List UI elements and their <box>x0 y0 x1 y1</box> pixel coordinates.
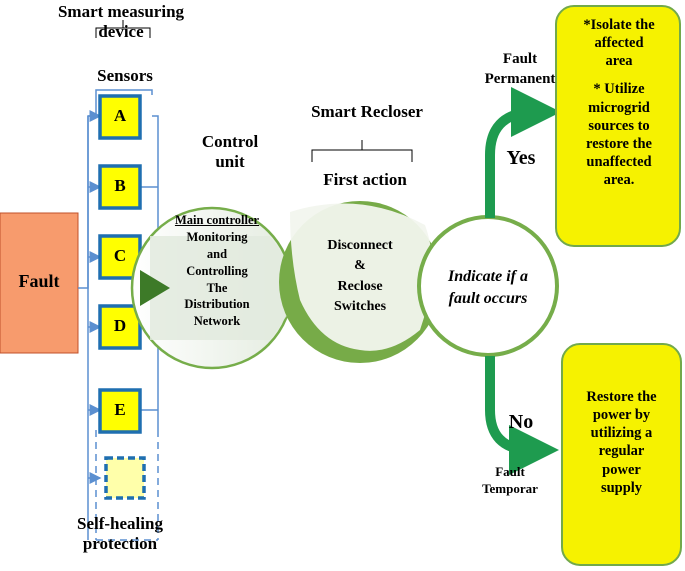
decision-line-1: Indicate if a <box>448 268 528 285</box>
yes-label: Yes <box>506 147 536 169</box>
sensor-boxes <box>98 94 146 500</box>
control-line-6: Network <box>193 314 241 329</box>
first-action-label: First action <box>323 170 407 189</box>
sensor-label-c: C <box>113 246 127 265</box>
perm-line-8: unaffected <box>586 153 652 170</box>
temporary-action-box <box>561 343 682 566</box>
no-label: No <box>508 411 534 433</box>
sensor-label-d: D <box>113 316 127 335</box>
recloser-title: Smart Recloser <box>311 102 423 121</box>
permanent-action-text: *Isolate the affected area * Utilize mic… <box>560 16 678 189</box>
perm-line-7: restore the <box>586 135 652 152</box>
temp-line-6: supply <box>600 479 643 496</box>
sensor-box-b <box>98 164 142 210</box>
recloser-text: Disconnect & Reclose Switches <box>305 236 415 317</box>
perm-line-3: area <box>605 53 633 70</box>
decision-line-2: fault occurs <box>448 289 528 307</box>
decision-text: Indicate if a fault occurs <box>428 266 548 309</box>
no-arrow <box>485 356 559 475</box>
permanent-action-box <box>555 5 681 247</box>
temp-line-1: Restore the <box>586 389 657 405</box>
recloser-bracket <box>311 140 413 162</box>
perm-line-4: * Utilize <box>593 81 645 98</box>
control-unit-text: Main controller Monitoring and Controlli… <box>172 212 262 330</box>
temporary-line-2: Temporar <box>482 480 538 496</box>
recloser-line-1: Disconnect <box>327 238 393 253</box>
control-line-2: and <box>206 246 228 261</box>
fault-label: Fault <box>18 271 60 291</box>
perm-line-5: microgrid <box>588 99 650 116</box>
sensor-box-e <box>98 388 142 434</box>
perm-line-2: affected <box>594 35 644 52</box>
recloser-line-4: Switches <box>333 298 387 314</box>
temp-line-5: power <box>602 461 641 478</box>
temporary-line-1: Fault <box>495 464 525 479</box>
control-unit-title: Control unit <box>201 132 259 172</box>
fault-permanent-label: Fault Permanent <box>470 50 570 89</box>
sensor-box-spare <box>104 456 146 500</box>
sensor-label-a: A <box>113 106 127 125</box>
main-controller-label: Main controller <box>174 213 260 227</box>
recloser-line-2: & <box>354 258 366 274</box>
perm-line-1: *Isolate the <box>583 17 655 33</box>
permanent-line-2: Permanent <box>484 70 556 87</box>
control-line-3: Controlling <box>186 263 248 278</box>
sensor-box-d <box>98 304 142 350</box>
sensors-bracket <box>95 20 151 38</box>
sensor-label-e: E <box>114 400 126 419</box>
sensor-label-b: B <box>114 176 126 195</box>
temp-line-4: regular <box>598 443 645 460</box>
control-line-1: Monitoring <box>186 229 248 244</box>
temp-line-3: utilizing a <box>590 425 653 442</box>
fault-box <box>0 212 79 354</box>
temp-line-2: power by <box>592 407 651 424</box>
self-healing-label: Self-healing protection <box>77 514 163 554</box>
yes-arrow <box>485 87 561 218</box>
fault-temporary-label: Fault Temporar <box>460 464 560 498</box>
control-line-4: The <box>206 280 228 295</box>
temporary-action-text: Restore the power by utilizing a regular… <box>564 388 679 497</box>
input-arrow <box>140 270 170 306</box>
recloser-line-3: Reclose <box>337 278 383 294</box>
control-line-5: Distribution <box>184 297 250 312</box>
control-unit-chevron <box>150 236 306 340</box>
recloser-inner <box>290 203 433 351</box>
device-title: Smart measuring device <box>57 2 185 42</box>
sensor-box-a <box>98 94 142 140</box>
permanent-line-1: Fault <box>502 51 538 67</box>
perm-line-9: area. <box>603 172 635 188</box>
sensors-title: Sensors <box>97 66 153 85</box>
perm-line-6: sources to <box>588 117 650 134</box>
